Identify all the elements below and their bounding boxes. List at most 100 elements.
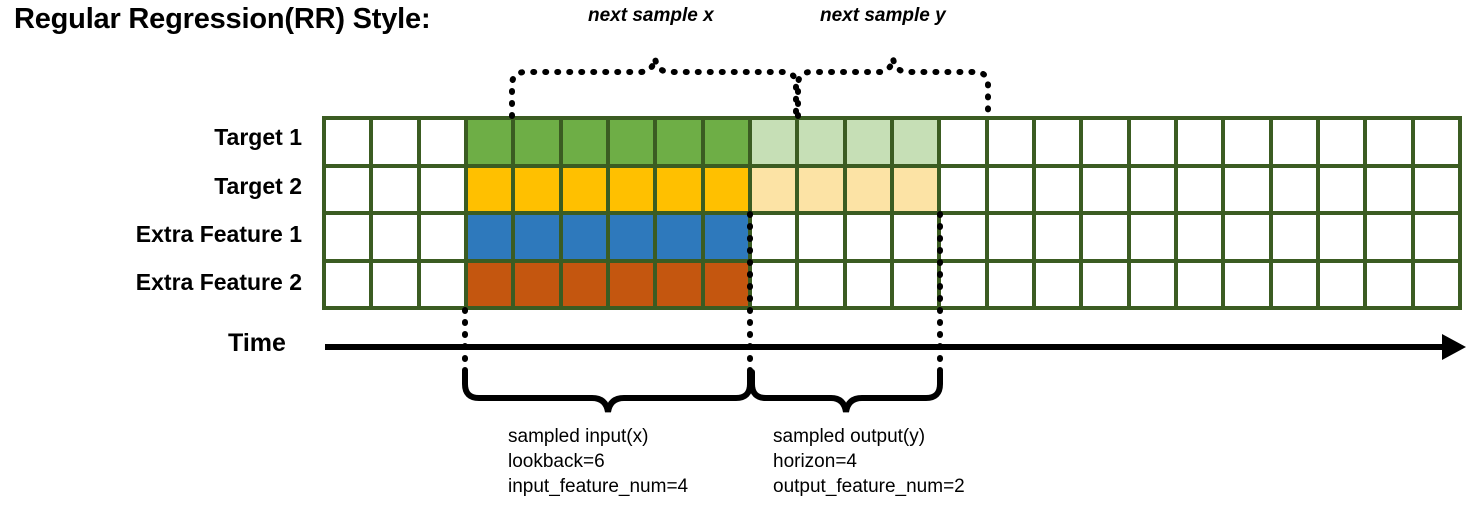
grid-cell-r4-c14	[941, 262, 985, 306]
grid-cell-r3-c4	[467, 215, 512, 259]
time-axis-arrow	[325, 334, 1466, 360]
grid-cell-r3-c10	[751, 215, 796, 259]
grid-cell-r4-c8	[657, 262, 701, 306]
grid-cell-r4-c24	[1414, 262, 1458, 306]
grid-cell-r1-c1	[326, 120, 370, 164]
caption-input-line-1: sampled input(x)	[508, 426, 649, 447]
grid-cell-r3-c12	[846, 215, 890, 259]
grid-cell-r4-c13	[893, 262, 938, 306]
annotation-next-sample-y: next sample y	[820, 5, 946, 26]
grid-cell-r2-c12	[846, 167, 890, 211]
grid-cell-r3-c11	[799, 215, 843, 259]
grid-cell-r4-c22	[1319, 262, 1364, 306]
grid-cell-r1-c6	[562, 120, 606, 164]
grid-cell-r2-c1	[326, 167, 370, 211]
grid-cell-r3-c17	[1083, 215, 1127, 259]
caption-sampled-input: sampled input(x) lookback=6 input_featur…	[508, 424, 688, 499]
top-brace-next-sample-y	[795, 57, 991, 119]
grid-cell-r3-c1	[326, 215, 370, 259]
grid-cell-r1-c23	[1367, 120, 1411, 164]
time-axis-label: Time	[228, 329, 286, 357]
grid-cell-r4-c19	[1177, 262, 1222, 306]
grid-cell-r1-c2	[373, 120, 417, 164]
row-labels-column: Target 1 Target 2 Extra Feature 1 Extra …	[0, 116, 312, 310]
grid-cell-r1-c15	[988, 120, 1032, 164]
grid-cell-r4-c15	[988, 262, 1032, 306]
grid-cell-r1-c20	[1225, 120, 1269, 164]
grid-cell-r2-c7	[609, 167, 654, 211]
grid-cell-r3-c24	[1414, 215, 1458, 259]
grid-cell-r2-c17	[1083, 167, 1127, 211]
grid-cell-r4-c2	[373, 262, 417, 306]
grid-cell-r3-c5	[515, 215, 559, 259]
grid-cell-r4-c11	[799, 262, 843, 306]
grid-cell-r1-c12	[846, 120, 890, 164]
caption-sampled-output: sampled output(y) horizon=4 output_featu…	[773, 424, 965, 499]
row-label-extra-feature-2: Extra Feature 2	[135, 269, 302, 295]
grid-cell-r4-c1	[326, 262, 370, 306]
grid-cell-r1-c13	[893, 120, 938, 164]
grid-cell-r1-c17	[1083, 120, 1127, 164]
grid-cell-r4-c21	[1272, 262, 1316, 306]
row-label-target-1: Target 1	[214, 124, 302, 150]
grid-cell-r2-c13	[893, 167, 938, 211]
grid-cell-r3-c14	[941, 215, 985, 259]
grid-cell-r2-c23	[1367, 167, 1411, 211]
grid-cell-r4-c5	[515, 262, 559, 306]
grid-cell-r3-c6	[562, 215, 606, 259]
row-label-target-2: Target 2	[214, 173, 302, 199]
grid-cell-r2-c6	[562, 167, 606, 211]
grid-cell-r2-c15	[988, 167, 1032, 211]
grid-cell-r1-c22	[1319, 120, 1364, 164]
grid-cell-r1-c19	[1177, 120, 1222, 164]
grid-cell-r2-c14	[941, 167, 985, 211]
grid-cell-r3-c18	[1130, 215, 1174, 259]
grid-cell-r2-c11	[799, 167, 843, 211]
annotation-next-sample-x: next sample x	[588, 5, 714, 26]
grid-cell-r3-c13	[893, 215, 938, 259]
grid-cell-r3-c23	[1367, 215, 1411, 259]
grid-cell-r4-c3	[420, 262, 464, 306]
grid-cell-r1-c24	[1414, 120, 1458, 164]
grid-cell-r2-c3	[420, 167, 464, 211]
grid-cell-r3-c9	[704, 215, 748, 259]
grid-cell-r4-c10	[751, 262, 796, 306]
grid-cell-r2-c2	[373, 167, 417, 211]
grid-cell-r1-c3	[420, 120, 464, 164]
bottom-brace-sampled-output	[749, 369, 943, 413]
grid-cell-r4-c16	[1035, 262, 1080, 306]
grid-cell-r2-c5	[515, 167, 559, 211]
grid-cell-r3-c3	[420, 215, 464, 259]
grid-cell-r2-c24	[1414, 167, 1458, 211]
grid-cell-r2-c9	[704, 167, 748, 211]
grid-cell-r2-c19	[1177, 167, 1222, 211]
grid-cell-r4-c17	[1083, 262, 1127, 306]
grid-cell-r4-c18	[1130, 262, 1174, 306]
grid-cell-r2-c18	[1130, 167, 1174, 211]
page-title: Regular Regression(RR) Style:	[14, 3, 431, 35]
caption-input-line-3: input_feature_num=4	[508, 476, 689, 497]
grid-cell-r4-c23	[1367, 262, 1411, 306]
grid-cell-r3-c21	[1272, 215, 1316, 259]
top-brace-next-sample-x	[509, 57, 799, 119]
grid-cell-r3-c15	[988, 215, 1032, 259]
grid-cell-r2-c21	[1272, 167, 1316, 211]
caption-output-line-1: sampled output(y)	[773, 426, 926, 447]
grid-cell-r1-c9	[704, 120, 748, 164]
grid-cell-r1-c5	[515, 120, 559, 164]
timeline-grid	[322, 116, 1462, 310]
grid-cell-r1-c14	[941, 120, 985, 164]
grid-cell-r2-c22	[1319, 167, 1364, 211]
caption-output-line-3: output_feature_num=2	[773, 476, 965, 497]
grid-cell-r1-c8	[657, 120, 701, 164]
grid-cell-r3-c2	[373, 215, 417, 259]
grid-cell-r2-c16	[1035, 167, 1080, 211]
grid-cell-r4-c20	[1225, 262, 1269, 306]
grid-cell-r2-c4	[467, 167, 512, 211]
grid-cell-r1-c18	[1130, 120, 1174, 164]
caption-input-line-2: lookback=6	[508, 451, 605, 472]
grid-cell-r1-c10	[751, 120, 796, 164]
row-label-extra-feature-1: Extra Feature 1	[135, 221, 302, 247]
grid-cell-r1-c21	[1272, 120, 1316, 164]
